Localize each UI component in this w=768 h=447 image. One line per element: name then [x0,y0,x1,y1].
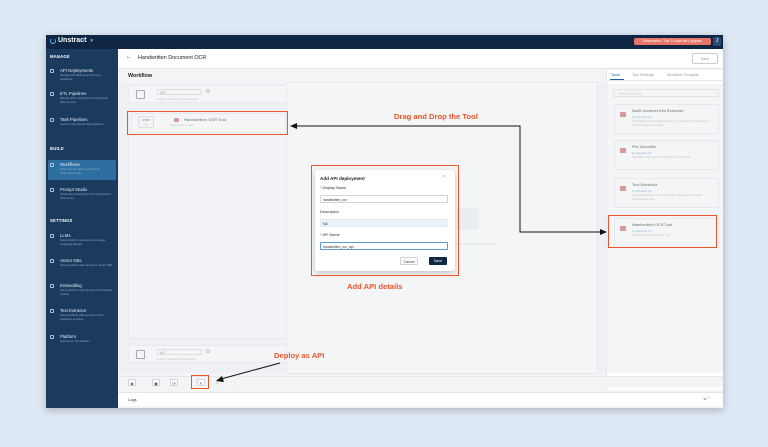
user-avatar[interactable]: J [713,37,721,46]
refresh-icon[interactable]: ⟳ [170,379,178,386]
tools-tabs: Tools Tool Settings Workflow Template [607,70,724,81]
highlight-workflow-step [127,111,288,135]
sidebar-item-desc: Build no-code data workflows for unstruc… [60,168,101,175]
logs-label: Logs [128,397,137,402]
highlight-deploy-button [191,375,209,389]
sidebar-item-workflows[interactable]: Workflows Build no-code data workflows f… [48,160,116,180]
run-icon[interactable]: ▣ [152,379,160,386]
tab-tools[interactable]: Tools [611,73,620,77]
sidebar-item-task-pipelines[interactable]: Task Pipelines Ad-hoc unstructured data … [48,115,116,135]
add-api-deployment-modal: Add API deployment × * Display Name hand… [315,170,455,271]
unstract-logo-icon [50,37,56,44]
workflow-icon [50,163,54,167]
pipeline-icon [50,92,54,96]
sidebar-item-desc: Setup platform wide access to Text extra… [60,314,104,321]
drag-drop-callout: Drag and Drop the Tool [394,112,478,121]
prompt-icon [50,188,54,192]
tab-workflow-template[interactable]: Workflow Template [667,73,699,77]
arrowhead-step [290,123,297,129]
workflow-title: Workflow [128,73,153,79]
bottom-toolbar: ◉ ▣ ⟳ ✎ ⛭ ⬚ [118,376,723,387]
database-icon [50,259,54,263]
active-tab-indicator [610,79,624,80]
chevron-down-icon: ▾ [90,37,93,44]
sidebar-item-etl-pipelines[interactable]: ETL Pipelines Manage ETL pipelines for u… [48,89,116,109]
close-icon[interactable]: × [443,174,446,180]
expand-icon[interactable]: ⇲ ⌃ [703,396,711,401]
description-field[interactable]: NA [320,219,448,227]
arrow-to-deploy [220,362,281,380]
api-name-label: * API Name [320,233,340,237]
sidebar-item-label: ETL Pipelines [60,91,87,96]
arrowhead-deploy [216,376,224,382]
task-pipeline-icon[interactable]: ⬚ [231,380,235,385]
llm-icon [50,234,54,238]
sidebar-item-desc: Setup platform wide access to Embedding … [60,289,113,296]
deploy-callout: Deploy as API [274,351,325,360]
description-label: Description [320,210,339,214]
subscription-badge[interactable]: Subscription / Trial: 14 days left | Upg… [634,38,711,45]
sidebar-section-build: BUILD [50,146,64,151]
sidebar-item-vector-dbs[interactable]: Vector DBs Setup platform wide access to… [48,256,116,276]
back-arrow-icon[interactable]: ← [126,54,132,60]
highlight-modal [311,165,459,276]
app-logo[interactable]: Unstract ▾ [50,37,93,44]
sidebar-item-text-extractor[interactable]: Text Extractor Setup platform wide acces… [48,306,116,326]
page-title: Handwritten Document OCR [138,55,207,61]
page-header: ← Handwritten Document OCR Save [118,49,723,69]
sidebar-item-api-deployments[interactable]: API Deployments Manage API deployments o… [48,66,116,86]
header-save-button[interactable]: Save [692,53,718,64]
top-bar: Unstract ▾ Subscription / Trial: 14 days… [46,35,723,49]
arrowhead-tool [600,229,607,235]
sidebar-item-desc: Setup platform wide access to Large Lang… [60,239,106,246]
api-name-field[interactable]: handwritten_ocr_api [320,242,448,250]
sidebar-item-label: Embedding [60,283,82,288]
text-extract-icon [50,309,54,313]
sidebar-section-settings: SETTINGS [50,218,73,223]
save-button[interactable]: Save [429,257,447,265]
sidebar-item-embedding[interactable]: Embedding Setup platform wide access to … [48,281,116,301]
task-icon [50,118,54,122]
app-name: Unstract [58,37,87,44]
sidebar-item-desc: Settings for the platform [60,340,90,343]
tab-tool-settings[interactable]: Tool Settings [632,73,654,77]
sidebar-item-llms[interactable]: LLMs Setup platform wide access to Large… [48,231,116,251]
eye-icon[interactable]: ◉ [128,379,136,386]
add-details-callout: Add API details [347,282,403,291]
sidebar-item-label: LLMs [60,233,71,238]
sidebar-item-desc: Manage API deployments of your workflows [60,74,102,81]
sidebar-item-label: Vector DBs [60,258,82,263]
cancel-button[interactable]: Cancel [400,257,418,265]
sidebar-item-desc: Ad-hoc unstructured data pipelines [60,123,104,126]
sidebar-item-label: Workflows [60,162,80,167]
embedding-icon [50,284,54,288]
arrow-from-tool [512,125,604,233]
sidebar-item-desc: Create structured data from unstructured… [60,193,111,200]
platform-icon [50,335,54,339]
api-icon [50,69,54,73]
sidebar-section-manage: MANAGE [50,54,70,59]
sidebar-item-platform[interactable]: Platform Settings for the platform [48,332,116,352]
highlight-tool-card [608,215,717,248]
sidebar-item-desc: Manage ETL pipelines for unstructured da… [60,97,109,104]
sidebar-item-prompt-studio[interactable]: Prompt Studio Create structured data fro… [48,185,116,205]
etl-pipeline-icon[interactable]: ⛭ [215,380,219,385]
display-name-label: * Display Name [320,186,347,190]
display-name-field[interactable]: handwritten_ocr [320,195,448,203]
deploy-api-icon[interactable]: ✎ [197,379,205,386]
sidebar-item-label: Platform [60,334,76,339]
modal-title: Add API deployment [320,176,365,181]
sidebar-item-desc: Setup platform wide access to Vector DBs [60,264,113,267]
sidebar-item-label: API Deployments [60,68,94,73]
logs-bar[interactable]: Logs ⇲ ⌃ [118,392,723,406]
sidebar: MANAGE API Deployments Manage API deploy… [46,49,118,408]
sidebar-item-label: Prompt Studio [60,187,88,192]
sidebar-item-label: Task Pipelines [60,117,88,122]
sidebar-item-label: Text Extractor [60,308,87,313]
